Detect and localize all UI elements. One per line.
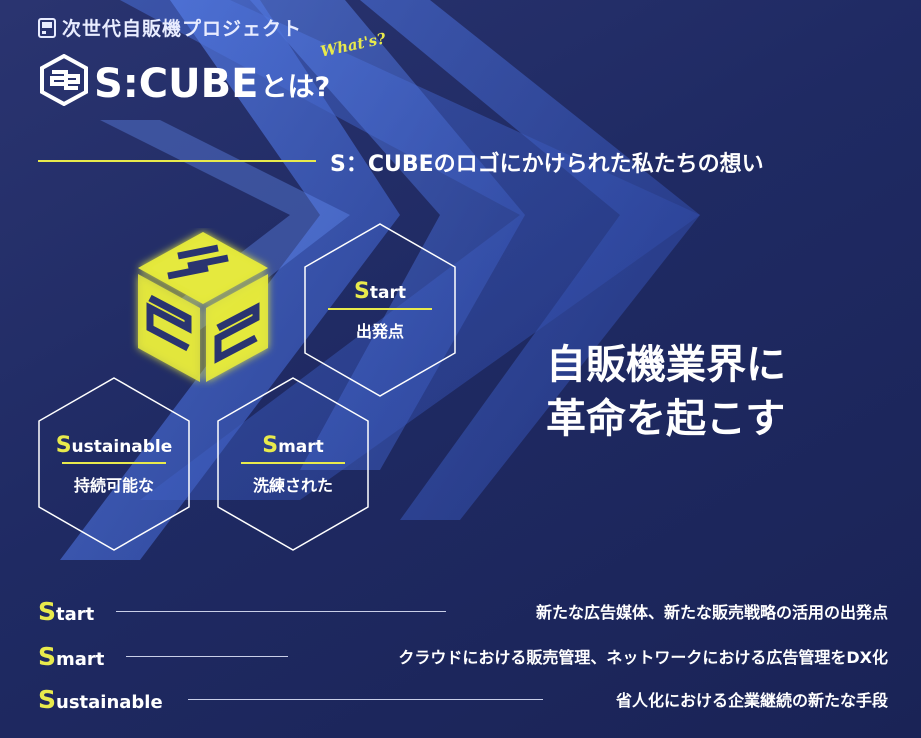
hexagon-outline (217, 377, 369, 551)
logo-text: S:CUBE (94, 61, 259, 107)
meaning-rule (188, 699, 543, 700)
scube-logo-mark (40, 54, 88, 106)
headline-divider (38, 160, 316, 162)
hex-smart: Smart 洗練された (216, 376, 370, 552)
hex-sustainable-word: Sustainable (55, 432, 173, 458)
hero-line-2: 革命を起こす (546, 396, 786, 442)
meaning-row-sustainable: Sustainable 省人化における企業継続の新たな手段 (38, 684, 888, 714)
hex-sustainable: Sustainable 持続可能な (37, 376, 191, 552)
project-tag-row: 次世代自販機プロジェクト (38, 14, 302, 41)
hero-message: 自販機業界に 革命を起こす (546, 338, 786, 446)
hexagon-outline (304, 223, 456, 397)
meaning-row-smart: Smart クラウドにおける販売管理、ネットワークにおける広告管理をDX化 (38, 641, 888, 671)
hex-start-underline (328, 307, 432, 310)
meaning-rule (116, 611, 446, 612)
hex-smart-word: Smart (262, 432, 324, 458)
vending-machine-icon (38, 17, 56, 38)
meaning-keyword: Sustainable (38, 685, 163, 714)
scube-logo: S:CUBE とは? (38, 54, 330, 106)
meaning-description: 新たな広告媒体、新たな販売戦略の活用の出発点 (535, 603, 888, 622)
headline: S：CUBEのロゴにかけられた私たちの想い (330, 152, 764, 177)
hex-sustainable-jp: 持続可能な (73, 475, 154, 495)
hex-start-jp: 出発点 (355, 321, 404, 341)
meaning-rule (126, 656, 288, 657)
hexagon-outline (38, 377, 190, 551)
hex-smart-underline (241, 461, 345, 464)
logo-suffix: とは? (260, 72, 331, 103)
hex-sustainable-underline (62, 461, 166, 464)
scube-cube-logo (138, 232, 268, 382)
meaning-description: クラウドにおける販売管理、ネットワークにおける広告管理をDX化 (398, 648, 888, 667)
hex-start-word: Start (354, 278, 406, 304)
meaning-keyword: Start (38, 597, 95, 626)
meaning-keyword: Smart (38, 642, 105, 671)
hex-start: Start 出発点 (303, 222, 457, 398)
hex-smart-jp: 洗練された (252, 475, 333, 495)
hero-line-1: 自販機業界に (546, 342, 786, 388)
meaning-row-start: Start 新たな広告媒体、新たな販売戦略の活用の出発点 (38, 596, 888, 626)
meaning-description: 省人化における企業継続の新たな手段 (615, 691, 888, 710)
project-tag: 次世代自販機プロジェクト (62, 18, 303, 40)
